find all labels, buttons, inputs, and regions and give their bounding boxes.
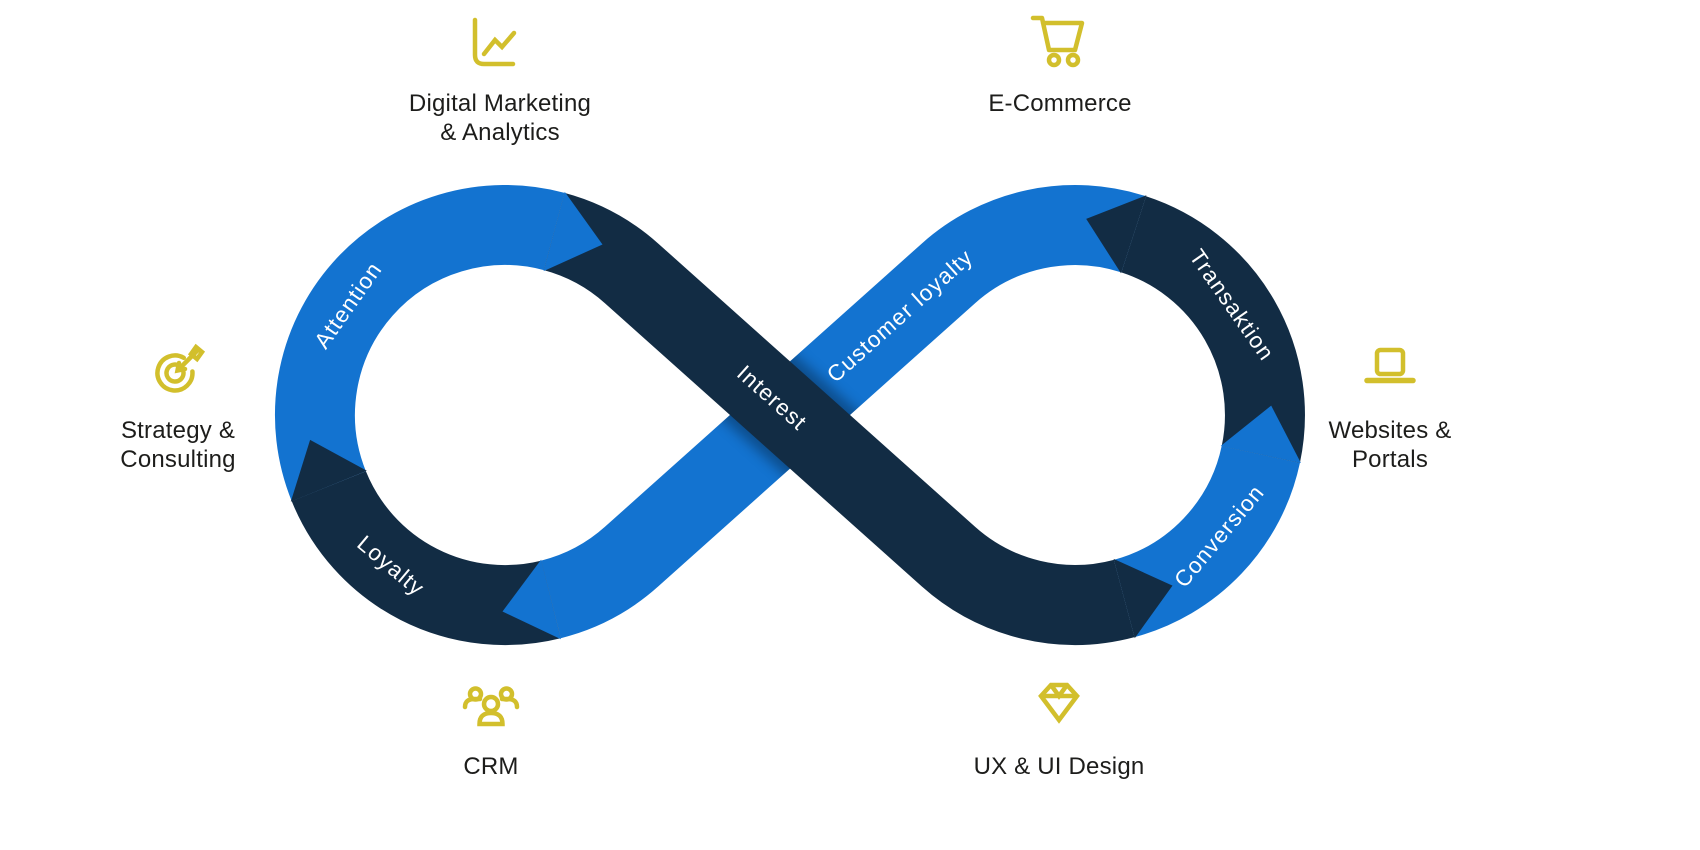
node-label-crm: CRM — [463, 753, 518, 780]
node-ux-ui-design: UX & UI Design — [974, 682, 1145, 780]
node-label-digital-marketing: Digital Marketing & Analytics — [409, 90, 591, 146]
diamond-icon — [1038, 682, 1080, 724]
interest-arrowhead — [1113, 558, 1173, 639]
node-label-line: E-Commerce — [988, 90, 1131, 117]
blue-arrowheads — [502, 191, 1301, 640]
target-dart-icon — [155, 343, 206, 393]
navy-arrowheads — [290, 195, 1173, 639]
node-digital-marketing-analytics: Digital Marketing & Analytics — [409, 17, 591, 146]
node-label-line: & Analytics — [440, 119, 560, 146]
node-label-ux-ui: UX & UI Design — [974, 753, 1145, 780]
laptop-icon — [1364, 347, 1416, 384]
line-chart-icon — [472, 17, 517, 67]
segment-labels: Attention Interest Conversion Transaktio… — [309, 244, 1279, 601]
node-label-line: UX & UI Design — [974, 753, 1145, 780]
transaktion-arrowhead — [1086, 195, 1147, 274]
node-e-commerce: E-Commerce — [988, 15, 1131, 117]
customer-loyalty-arrowhead — [502, 559, 561, 640]
attention-arrowhead — [543, 191, 603, 272]
segment-interest-band — [542, 192, 1135, 645]
node-label-line: Strategy & — [121, 417, 235, 444]
node-crm: CRM — [462, 686, 520, 780]
node-label-line: Portals — [1352, 446, 1428, 473]
people-group-icon — [462, 686, 520, 727]
node-label-line: CRM — [463, 753, 518, 780]
segment-customer-loyalty-band — [540, 185, 1147, 639]
node-label-line: Websites & — [1329, 417, 1452, 444]
segment-attention-band — [275, 185, 565, 502]
node-label-websites: Websites & Portals — [1329, 417, 1452, 473]
node-label-line: Consulting — [120, 446, 235, 473]
node-label-e-commerce: E-Commerce — [988, 90, 1131, 117]
node-label-line: Digital Marketing — [409, 90, 591, 117]
shopping-cart-icon — [1030, 15, 1085, 68]
node-label-strategy: Strategy & Consulting — [120, 417, 235, 473]
conversion-arrowhead — [1220, 405, 1301, 463]
loyalty-arrowhead — [290, 439, 367, 502]
node-strategy-consulting: Strategy & Consulting — [120, 343, 236, 473]
node-websites-portals: Websites & Portals — [1329, 347, 1452, 473]
